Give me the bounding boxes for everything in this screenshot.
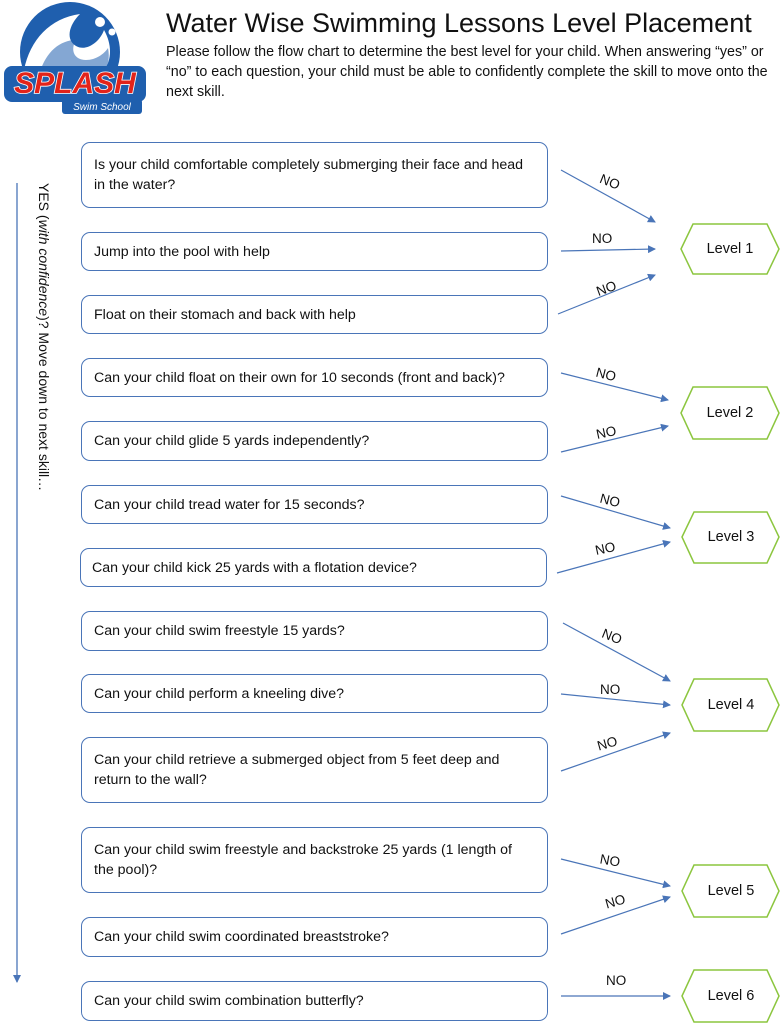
question-box-4: Can your child float on their own for 10… xyxy=(81,358,548,397)
page-title: Water Wise Swimming Lessons Level Placem… xyxy=(166,8,752,38)
no-label: NO xyxy=(598,491,621,510)
level-4-hexagon xyxy=(681,678,780,732)
level-3-hexagon xyxy=(681,511,780,564)
level-2-hexagon xyxy=(680,386,780,440)
no-label: NO xyxy=(598,171,622,192)
yes-label-suffix: )? Move down to next skill… xyxy=(36,316,52,492)
question-box-2: Jump into the pool with help xyxy=(81,232,548,271)
question-box-5: Can your child glide 5 yards independent… xyxy=(81,421,548,461)
no-label: NO xyxy=(592,231,612,246)
no-label: NO xyxy=(594,365,617,384)
question-box-9: Can your child perform a kneeling dive? xyxy=(81,674,548,713)
question-box-11: Can your child swim freestyle and backst… xyxy=(81,827,548,893)
no-label: NO xyxy=(600,682,620,697)
no-label: NO xyxy=(595,733,619,753)
level-1-label: Level 1 xyxy=(706,241,754,257)
question-box-10: Can your child retrieve a submerged obje… xyxy=(81,737,548,803)
no-label: NO xyxy=(599,851,622,869)
no-arrow-3 xyxy=(557,273,656,315)
yes-instruction-label: YES (with confidence)? Move down to next… xyxy=(36,183,52,491)
level-1-hexagon xyxy=(680,223,780,275)
question-box-6: Can your child tread water for 15 second… xyxy=(81,485,548,524)
question-box-13: Can your child swim combination butterfl… xyxy=(81,981,548,1021)
no-arrow-4 xyxy=(560,372,669,403)
no-arrow-5 xyxy=(560,423,669,453)
question-box-1: Is your child comfortable completely sub… xyxy=(81,142,548,208)
logo-tagline: Swim School xyxy=(73,102,132,113)
no-arrow-1 xyxy=(560,169,656,223)
level-5-label: Level 5 xyxy=(707,883,755,899)
no-arrow-2 xyxy=(560,245,656,254)
question-box-8: Can your child swim freestyle 15 yards? xyxy=(81,611,548,651)
yes-label-prefix: YES ( xyxy=(36,183,52,220)
no-label: NO xyxy=(595,423,618,442)
level-2-label: Level 2 xyxy=(706,405,754,421)
question-box-7: Can your child kick 25 yards with a flot… xyxy=(80,548,547,587)
question-box-3: Float on their stomach and back with hel… xyxy=(81,295,548,334)
no-label: NO xyxy=(594,278,618,299)
no-arrow-8 xyxy=(562,622,671,682)
no-label: NO xyxy=(594,539,617,558)
no-label: NO xyxy=(600,626,624,647)
no-arrow-6 xyxy=(560,495,671,530)
level-4-label: Level 4 xyxy=(707,697,755,713)
instructions-text: Please follow the flow chart to determin… xyxy=(166,44,768,100)
question-box-12: Can your child swim coordinated breastst… xyxy=(81,917,548,957)
logo-brand: SPLASH xyxy=(14,67,137,100)
no-arrow-7 xyxy=(556,539,671,574)
no-label: NO xyxy=(603,891,627,911)
no-arrow-10 xyxy=(560,731,671,772)
level-6-label: Level 6 xyxy=(707,988,755,1004)
no-arrow-9 xyxy=(560,693,671,709)
level-3-label: Level 3 xyxy=(707,529,755,545)
splash-logo: SPLASH Swim School xyxy=(4,2,146,114)
level-5-hexagon xyxy=(681,864,780,918)
yes-label-emphasis: with confidence xyxy=(36,219,52,317)
level-6-hexagon xyxy=(681,969,780,1023)
no-arrow-11 xyxy=(560,858,671,889)
no-label: NO xyxy=(606,973,626,988)
no-arrow-12 xyxy=(560,895,671,935)
